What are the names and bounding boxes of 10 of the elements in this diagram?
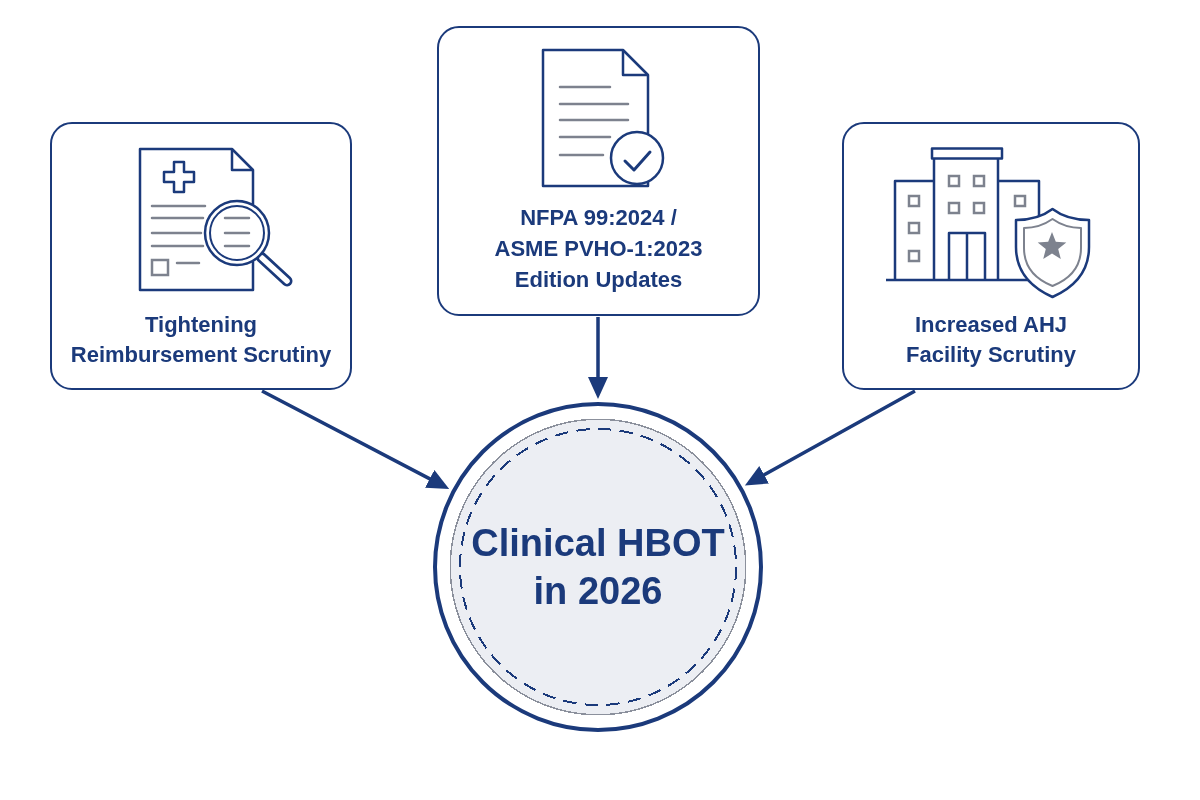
node-label: Tightening Reimbursement Scrutiny bbox=[69, 311, 333, 369]
arrow bbox=[261, 389, 450, 491]
factor-card bbox=[842, 122, 1140, 390]
arrow bbox=[588, 317, 608, 399]
hub-label: Clinical HBOT in 2026 bbox=[470, 521, 726, 614]
factor-card bbox=[437, 26, 760, 316]
factor-card bbox=[50, 122, 352, 390]
arrow bbox=[744, 389, 916, 488]
node-label: NFPA 99:2024 / ASME PVHO-1:2023 Edition Updates bbox=[493, 204, 704, 294]
node-label: Increased AHJ Facility Scrutiny bbox=[905, 311, 1077, 369]
